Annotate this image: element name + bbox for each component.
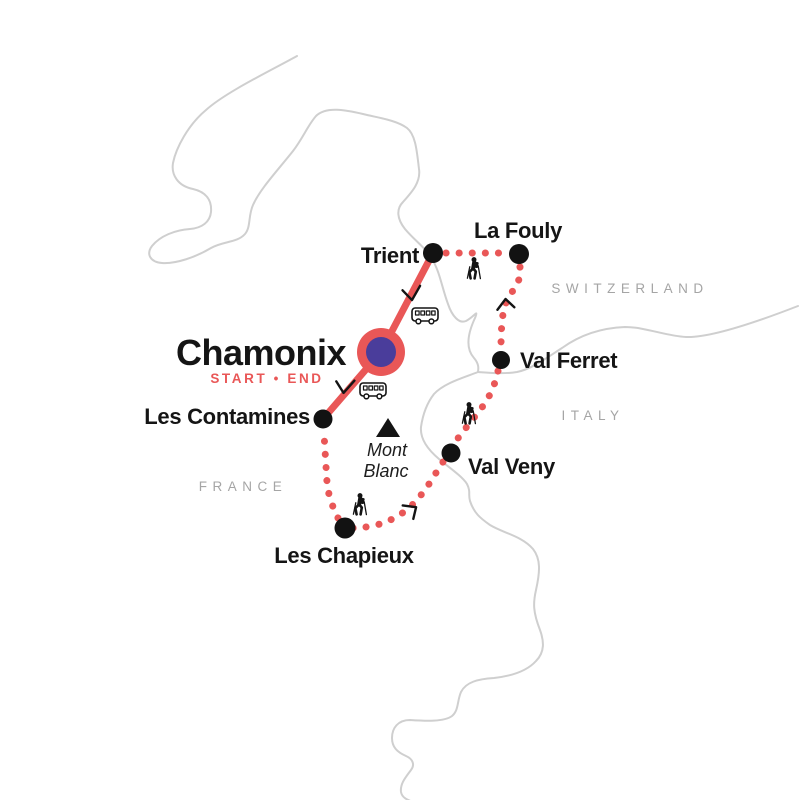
route-valferret-valveny xyxy=(452,367,502,445)
stop-label-les-contamines: Les Contamines xyxy=(144,404,310,429)
stop-label-chamonix: Chamonix xyxy=(176,332,347,373)
stop-label-trient: Trient xyxy=(361,243,420,268)
bus-icon xyxy=(359,382,387,400)
country-label-italy: ITALY xyxy=(561,408,624,423)
route-lafouly-valferret xyxy=(497,263,524,355)
hiker-icon xyxy=(465,255,483,281)
country-border-north xyxy=(148,55,480,373)
route-leschapieux-lescontamines xyxy=(320,430,342,522)
stop-label-val-veny: Val Veny xyxy=(468,454,556,479)
stop-dot-trient xyxy=(423,243,443,263)
country-border-south xyxy=(391,371,544,800)
stop-label-les-chapieux: Les Chapieux xyxy=(274,543,415,568)
stop-dot-les-chapieux xyxy=(334,517,356,539)
start-end-label: START • END xyxy=(210,371,323,386)
bus-icon xyxy=(411,307,439,325)
country-border-east xyxy=(477,305,799,375)
stop-dot-les-contamines xyxy=(313,409,333,429)
start-end-marker xyxy=(357,328,405,376)
peak-label-line2: Blanc xyxy=(363,461,408,481)
country-label-switzerland: SWITZERLAND xyxy=(551,281,708,296)
stop-label-la-fouly: La Fouly xyxy=(474,218,563,243)
marker-core xyxy=(366,337,396,367)
stop-dot-la-fouly xyxy=(509,244,529,264)
stop-label-val-ferret: Val Ferret xyxy=(520,348,618,373)
mountain-peak-icon xyxy=(376,418,400,437)
stop-dot-val-ferret xyxy=(492,351,510,369)
peak-label-line1: Mont xyxy=(367,440,408,460)
hiker-icon xyxy=(351,491,369,517)
stop-dot-val-veny xyxy=(441,443,461,463)
country-label-france: FRANCE xyxy=(199,479,288,494)
